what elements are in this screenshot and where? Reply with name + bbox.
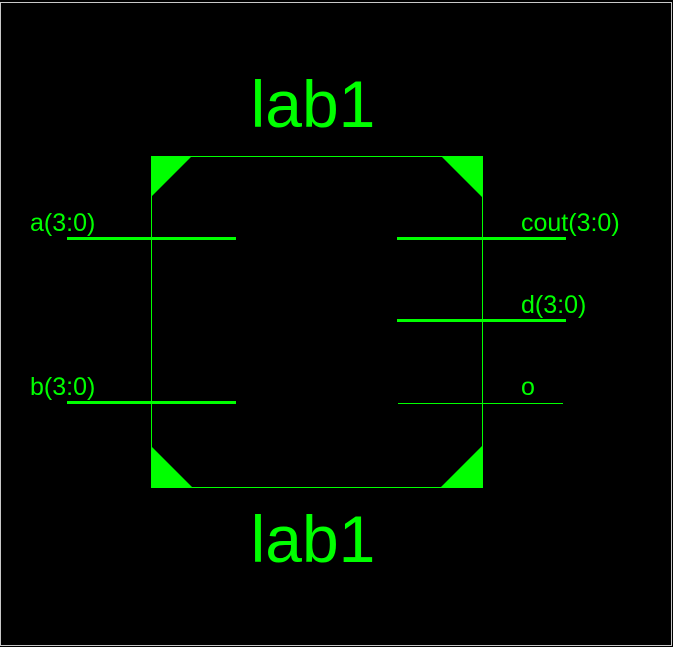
pin-label-b: b(3:0) — [30, 373, 95, 401]
corner-marker-bottom-right — [441, 446, 482, 487]
corner-marker-top-right — [441, 156, 482, 197]
pin-label-d: d(3:0) — [521, 291, 586, 319]
corner-marker-top-left — [151, 156, 192, 197]
pin-label-a: a(3:0) — [30, 209, 95, 237]
corner-marker-bottom-left — [151, 446, 192, 487]
symbol-name-top: lab1 — [251, 67, 376, 141]
pin-label-o: o — [521, 373, 535, 401]
symbol-name-bottom: lab1 — [251, 502, 376, 576]
pin-label-cout: cout(3:0) — [521, 209, 620, 237]
